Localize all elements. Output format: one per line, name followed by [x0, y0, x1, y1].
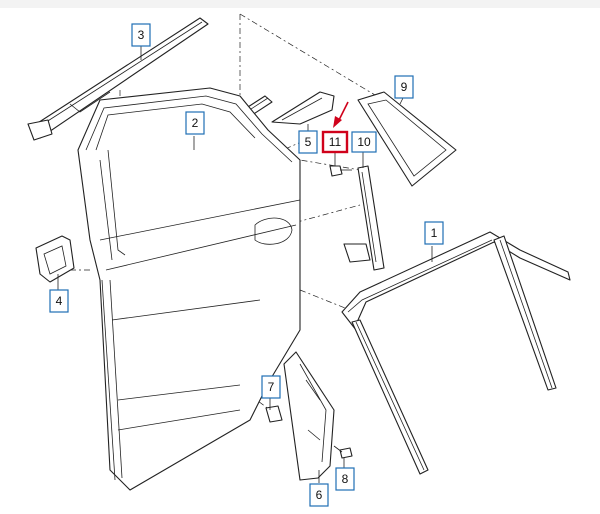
- callout-1[interactable]: 1: [424, 221, 444, 245]
- callout-1-label: 1: [431, 226, 438, 240]
- callout-10[interactable]: 10: [351, 131, 377, 153]
- part-11-screw: [329, 165, 352, 177]
- callout-11-label: 11: [329, 135, 342, 149]
- callout-2[interactable]: 2: [185, 111, 205, 135]
- part-7-clip: [265, 405, 283, 423]
- callout-6-label: 6: [316, 488, 323, 502]
- callout-5[interactable]: 5: [298, 130, 318, 154]
- callout-10-label: 10: [357, 135, 371, 149]
- highlight-arrow: [333, 101, 349, 128]
- callout-9-label: 9: [401, 80, 408, 94]
- callout-9[interactable]: 9: [394, 75, 414, 99]
- part-3-strip: [27, 17, 209, 141]
- callout-4[interactable]: 4: [49, 289, 69, 313]
- top-bar: [0, 0, 600, 8]
- callout-8[interactable]: 8: [335, 467, 355, 491]
- part-9-trim: [357, 91, 457, 187]
- callout-11[interactable]: 11: [321, 130, 349, 154]
- part-4-cover: [35, 235, 75, 283]
- callout-3[interactable]: 3: [131, 23, 151, 47]
- part-1-seal: [341, 231, 571, 475]
- leader-lines: [57, 46, 433, 483]
- callout-5-label: 5: [305, 135, 312, 149]
- part-10-bracket: [343, 165, 385, 271]
- callout-3-label: 3: [138, 28, 145, 42]
- callout-2-label: 2: [192, 116, 199, 130]
- part-5-trim: [271, 91, 335, 125]
- callout-7-label: 7: [268, 380, 275, 394]
- part-8-screw: [333, 445, 353, 459]
- callout-8-label: 8: [342, 472, 349, 486]
- callout-4-label: 4: [56, 294, 63, 308]
- part-6-pillar-trim: [283, 351, 335, 481]
- door-body: [77, 87, 301, 491]
- callout-7[interactable]: 7: [261, 375, 281, 399]
- callout-6[interactable]: 6: [309, 483, 329, 507]
